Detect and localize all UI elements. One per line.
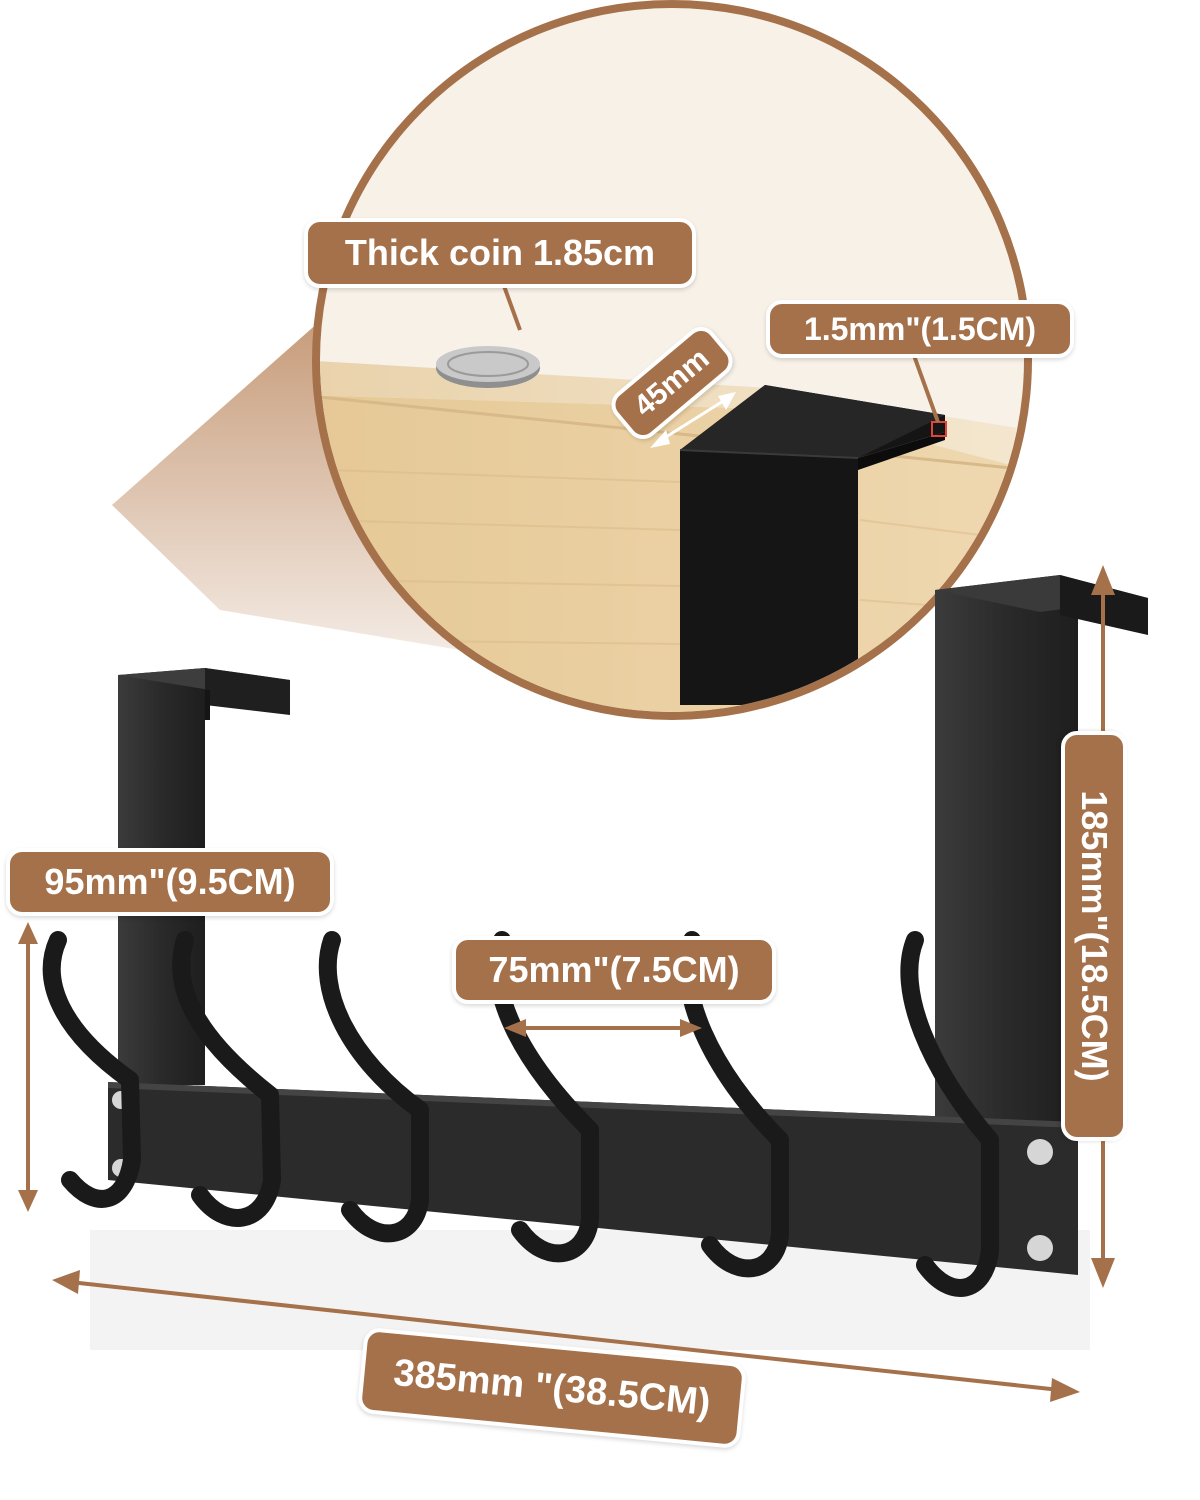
length-arrow-icon: [69, 1280, 1061, 1392]
over-door-hanger: [42, 575, 1148, 1350]
hook-icon: [172, 931, 281, 1227]
thickness-marker: [931, 421, 947, 437]
hook-icon: [318, 931, 429, 1243]
bracket-closeup: [679, 385, 945, 705]
screw-icon: [1027, 1139, 1053, 1165]
thickness-label: 1.5mmʺ(1.5CM): [766, 300, 1074, 358]
wood-door: [320, 395, 1024, 712]
screw-icon: [1027, 1235, 1053, 1261]
hooks: [42, 931, 999, 1297]
right-bracket: [935, 575, 1078, 1175]
height-label: 185mmʺ(18.5CM): [1061, 731, 1127, 1141]
hook-height-label: 95mmʺ(9.5CM): [6, 848, 334, 916]
coin-thickness-label: Thick coin 1.85cm: [304, 218, 696, 288]
hook-icon: [42, 931, 141, 1208]
coin-icon: [436, 346, 540, 388]
hook-spacing-label: 75mmʺ(7.5CM): [452, 936, 776, 1004]
hook-icon: [900, 931, 999, 1297]
width-arrow-icon: [650, 392, 736, 448]
thickness-pointer: [910, 349, 940, 423]
